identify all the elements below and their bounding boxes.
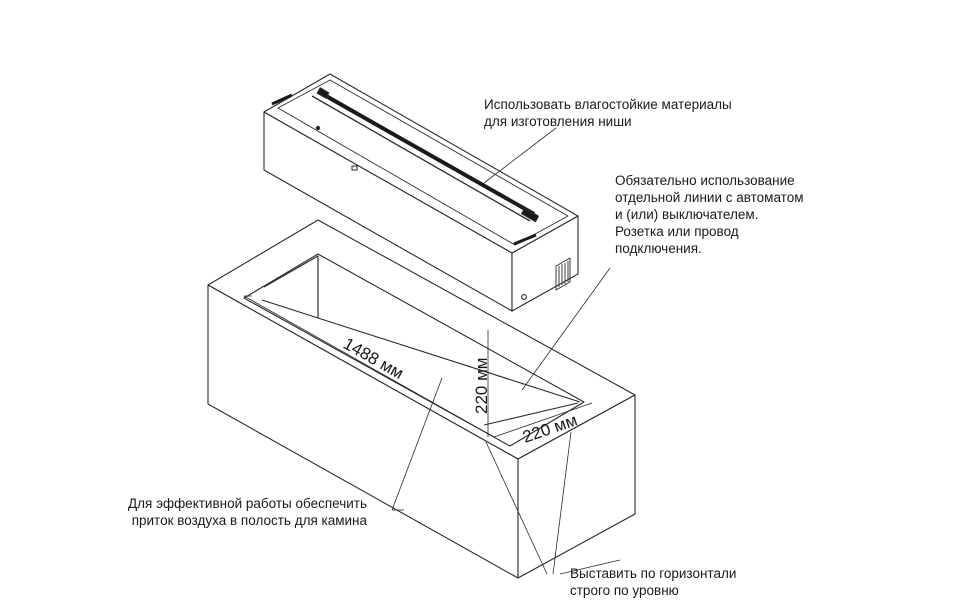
dimension-depth-label: 220 мм — [472, 358, 491, 414]
note-airflow: Для эффективной работы обеспечить приток… — [128, 496, 368, 528]
leader-power — [521, 267, 611, 391]
dimension-width-line — [493, 402, 593, 438]
leader-level-3 — [559, 559, 621, 575]
niche-right-face — [517, 394, 636, 579]
leader-materials — [483, 127, 557, 184]
niche-box — [207, 219, 636, 579]
dimension-length-line — [243, 295, 495, 438]
vent-grille — [555, 257, 571, 291]
leader-level-1 — [485, 441, 548, 575]
leader-lines — [391, 127, 621, 575]
note-power-line: Обязательно использование отдельной лини… — [615, 173, 804, 256]
burner-slot — [311, 87, 539, 223]
leader-level-2 — [552, 431, 572, 575]
fireplace-insert — [263, 73, 579, 312]
note-materials: Использовать влагостойкие материалы для … — [484, 97, 732, 129]
leader-airflow-1 — [391, 377, 443, 511]
niche-opening — [243, 253, 585, 447]
note-level: Выставить по горизонтали строго по уровн… — [570, 566, 737, 598]
insert-top-plate — [263, 73, 579, 254]
